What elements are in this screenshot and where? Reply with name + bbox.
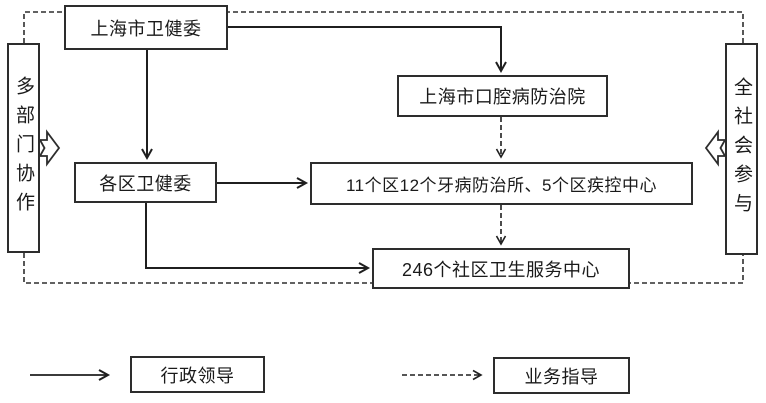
node-label: 各区卫健委	[99, 173, 192, 194]
banner-multi-department-collaboration: 多部门协作	[7, 43, 40, 253]
legend-administrative-leadership: 行政领导	[130, 356, 265, 393]
node-stomatological-hospital: 上海市口腔病防治院	[397, 75, 608, 117]
edge-district-to-community	[145, 203, 371, 274]
legend-label: 业务指导	[524, 366, 599, 387]
dashed-frame-bottom	[23, 253, 744, 284]
node-label: 上海市卫健委	[90, 18, 202, 39]
left-banner-block-arrow-icon	[38, 129, 61, 167]
legend-business-guidance: 业务指导	[493, 357, 630, 394]
edge-shc-to-hospital	[228, 26, 507, 74]
node-district-health-commissions: 各区卫健委	[74, 162, 217, 203]
banner-whole-society-participation: 全社会参与	[725, 43, 758, 255]
node-district-clinics-cdc: 11个区12个牙病防治所、5个区疾控中心	[310, 162, 693, 205]
banner-label: 全社会参与	[731, 76, 752, 222]
right-banner-block-arrow-icon	[704, 129, 727, 167]
banner-label: 多部门协作	[13, 75, 34, 221]
node-label: 上海市口腔病防治院	[419, 87, 586, 107]
legend-label: 行政领导	[160, 365, 235, 386]
node-community-health-centers: 246个社区卫生服务中心	[372, 248, 630, 289]
node-label: 11个区12个牙病防治所、5个区疾控中心	[345, 176, 657, 195]
node-municipal-health-commission: 上海市卫健委	[64, 5, 228, 50]
node-label: 246个社区卫生服务中心	[401, 259, 601, 280]
